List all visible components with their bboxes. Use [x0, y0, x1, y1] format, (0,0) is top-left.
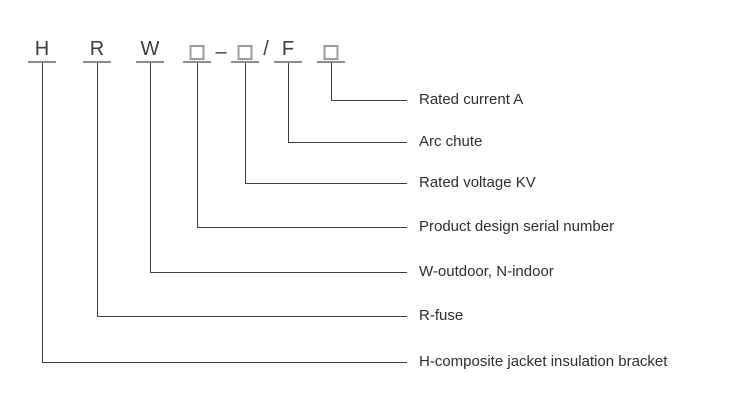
connector-serial-number-vertical — [197, 63, 198, 228]
code-letter-r: R — [89, 38, 105, 60]
code-underline — [231, 61, 259, 63]
legend-label-fuse: R-fuse — [419, 307, 464, 324]
code-underline — [183, 61, 211, 63]
connector-fuse-vertical — [97, 63, 98, 317]
code-underline — [317, 61, 345, 63]
code-underline — [136, 61, 164, 63]
connector-rated-voltage-horizontal — [245, 183, 407, 184]
connector-bracket-horizontal — [42, 362, 407, 363]
code-letter-f: F — [281, 38, 295, 60]
connector-bracket-vertical — [42, 63, 43, 363]
legend-label-bracket: H-composite jacket insulation bracket — [419, 353, 668, 370]
connector-outdoor-indoor-vertical — [150, 63, 151, 273]
code-underline — [83, 61, 111, 63]
code-underline — [274, 61, 302, 63]
code-box-icon — [237, 45, 253, 60]
code-letter-w: W — [140, 38, 160, 60]
legend-label-serial-number: Product design serial number — [419, 218, 615, 235]
code-box-icon — [189, 45, 205, 60]
code-box-icon — [323, 45, 339, 60]
connector-rated-voltage-vertical — [245, 63, 246, 184]
code-dash: – — [215, 41, 227, 63]
connector-rated-current-vertical — [331, 63, 332, 101]
code-slash: / — [263, 38, 269, 60]
legend-label-arc-chute: Arc chute — [419, 133, 483, 150]
connector-rated-current-horizontal — [331, 100, 407, 101]
legend-label-rated-voltage: Rated voltage KV — [419, 174, 536, 191]
connector-outdoor-indoor-horizontal — [150, 272, 407, 273]
code-underline — [28, 61, 56, 63]
legend-label-outdoor-indoor: W-outdoor, N-indoor — [419, 263, 554, 280]
connector-serial-number-horizontal — [197, 227, 407, 228]
connector-arc-chute-horizontal — [288, 142, 407, 143]
code-letter-h: H — [34, 38, 50, 60]
connector-arc-chute-vertical — [288, 63, 289, 143]
legend-label-rated-current: Rated current A — [419, 91, 524, 108]
connector-fuse-horizontal — [97, 316, 407, 317]
